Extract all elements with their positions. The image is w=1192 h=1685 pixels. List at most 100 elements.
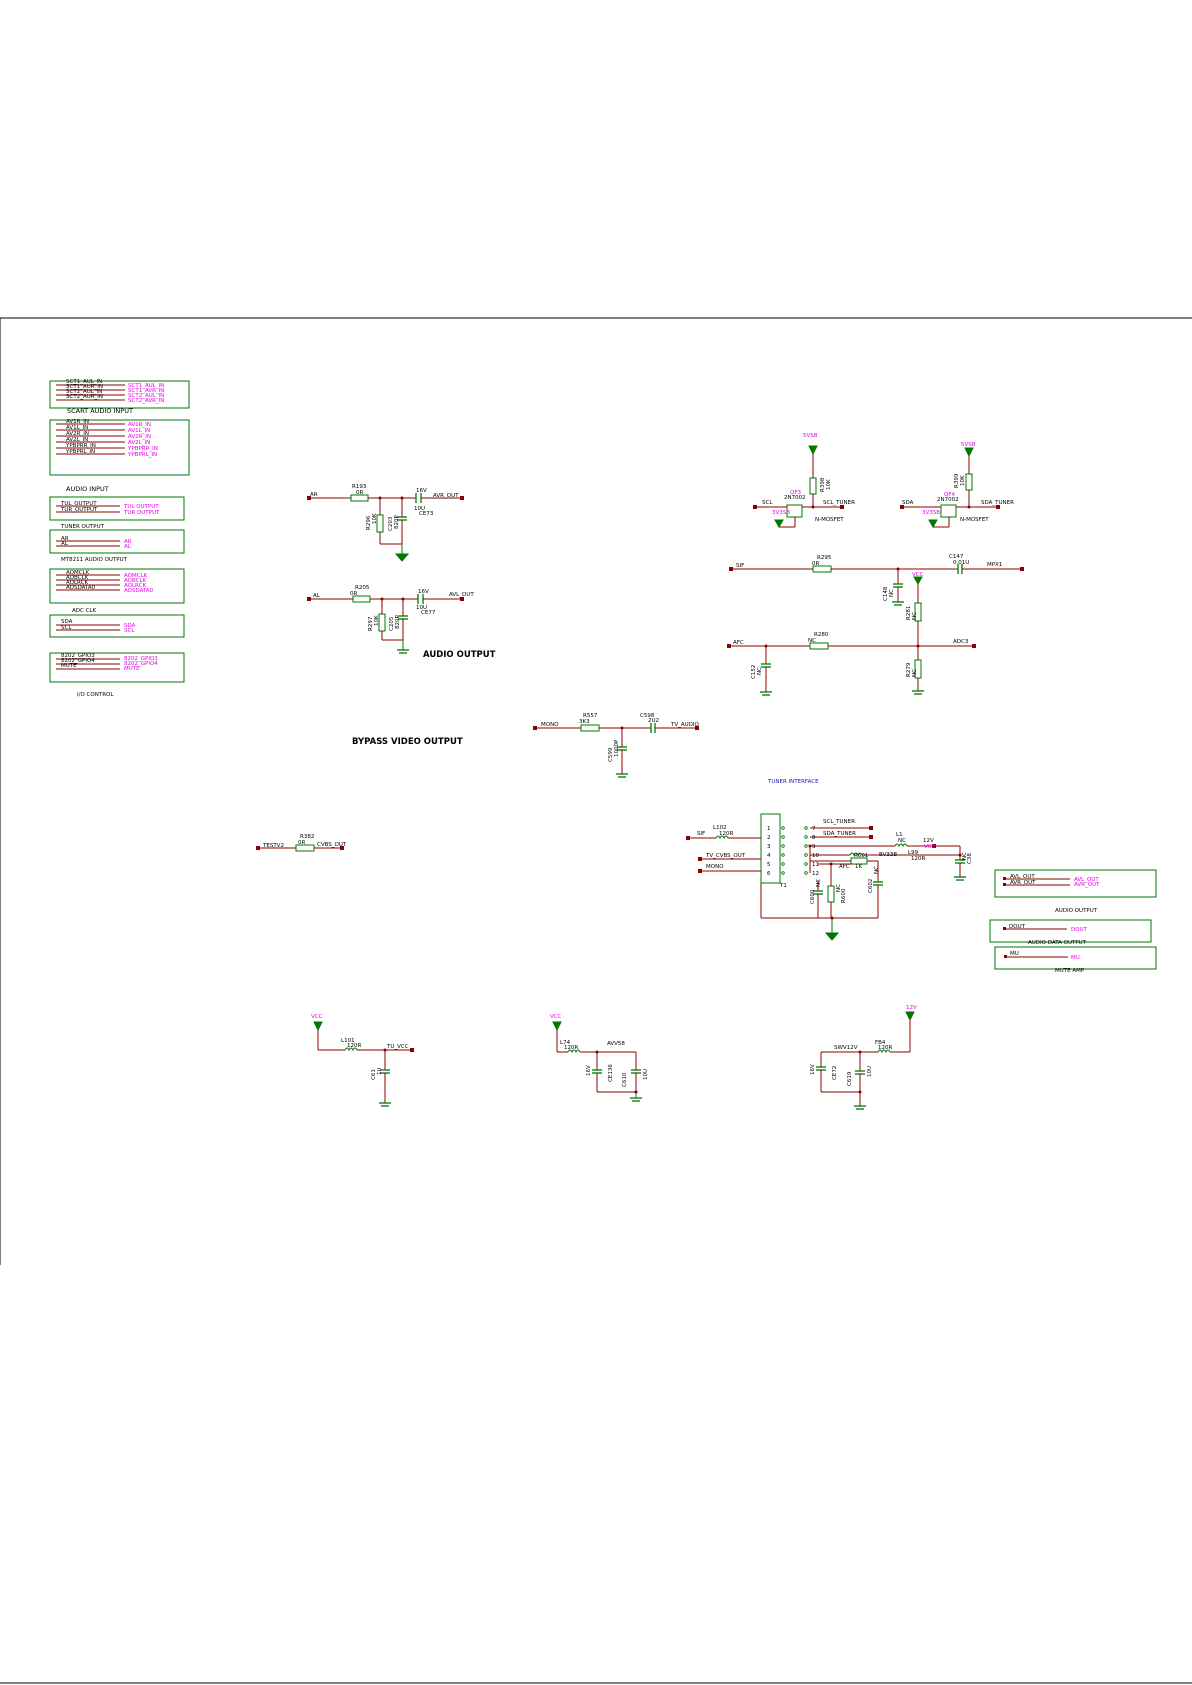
ref-label: T1 [779, 883, 787, 889]
port-label: TUR_OUTPUT [60, 507, 98, 513]
port-label: SCT2_AUR_IN [66, 394, 103, 400]
mute-amp-title: MUTE AMP [1055, 968, 1085, 974]
ref-label: C599 [608, 747, 614, 762]
tuner-output-block[interactable]: TUL_OUTPUT TUR_OUTPUT TUL OUTPUT TUR OUT… [49, 496, 185, 521]
value-label: 2U2 [648, 718, 659, 724]
value-label: NC [836, 884, 842, 892]
ref-label: R601 [854, 853, 868, 859]
port-label: SCT2_AVR_IN [128, 398, 164, 404]
ref-label: L99 [908, 850, 919, 856]
audio-data-output-title: AUDIO DATA OUTPUT [1028, 940, 1087, 946]
port-label: AOMCLK [66, 570, 90, 576]
io-control-title: I/O CONTROL [77, 692, 114, 698]
value-label: 820P [394, 515, 400, 529]
value-label: NC [889, 589, 895, 597]
value-label: 10U [867, 1066, 873, 1077]
ref-label: R280 [814, 632, 829, 638]
audio-data-output-block[interactable]: DOUT DOUT [989, 919, 1152, 943]
tuner-pin-numbers: 1 2 3 4 5 6 7 8 9 10 11 12 [767, 826, 819, 877]
port-label: AV1R_IN [66, 419, 89, 425]
net-label: AL [313, 593, 321, 599]
ref-label: R193 [352, 484, 367, 490]
net-label: ADC3 [953, 639, 969, 645]
value-label: 120R [911, 856, 925, 862]
part-label: 2N7002 [784, 495, 806, 501]
ref-label: L74 [560, 1040, 571, 1046]
net-label: CVBS_OUT [317, 842, 347, 848]
pin-number: 2 [767, 835, 771, 841]
pin-number: 5 [767, 862, 771, 868]
qf3-level-shifter [753, 445, 844, 529]
value-label: 1U [377, 1067, 383, 1075]
port-label: AOBCLK [66, 575, 89, 581]
port-label: AVL_OUT [1010, 874, 1035, 880]
port-label: MU [1010, 951, 1019, 957]
port-label: AOBCLK [124, 578, 147, 584]
net-label: MONO [706, 864, 724, 870]
net-label: SDA [902, 500, 914, 506]
audio-input-block[interactable]: AV1R_IN AV1L_IN AV2R_IN AV2L_IN YPBPRR_I… [49, 419, 190, 476]
ref-label: QF4 [944, 492, 955, 498]
ref-label: FB4 [875, 1040, 886, 1046]
value-label: 10U [416, 605, 427, 611]
ref-label: R297 [368, 616, 374, 631]
bypass-video-output-title: BYPASS VIDEO OUTPUT [352, 737, 463, 747]
tuner-connector-t1 [686, 813, 966, 941]
power-label: 3V3SB [772, 510, 790, 516]
mute-amp-block[interactable]: MU MU [994, 946, 1157, 970]
net-label: SDA_TUNER [981, 500, 1014, 506]
audio-output-block[interactable]: AVL_OUT AVR_OUT AVL_OUT AVR_OUT [994, 869, 1157, 898]
i2c-block[interactable]: SDA SCL SDA SCL [49, 614, 185, 638]
pin-number: 3 [767, 844, 771, 850]
value-label: 16V [586, 1065, 592, 1076]
port-label: AOMCLK [124, 573, 148, 579]
port-label: 8202_GPIO4 [61, 658, 95, 664]
power-label: VCC [311, 1014, 323, 1020]
ref-label: C598 [640, 713, 655, 719]
value-label: NC [874, 866, 880, 874]
power-filter-swv12v [816, 1011, 915, 1110]
pin-number: 10 [812, 853, 819, 859]
value-label: NC [962, 852, 968, 860]
port-label: YPBPRL_IN [65, 449, 95, 455]
tuner-interface-title: TUNER INTERFACE [767, 779, 819, 785]
ref-label: R279 [906, 662, 912, 677]
value-label: NC [808, 638, 816, 644]
port-label: YPBPRR_IN [127, 446, 158, 452]
ref-label: R398 [820, 477, 826, 492]
ref-label: C152 [751, 665, 757, 679]
tuner-output-title: TUNER OUTPUT [60, 524, 105, 530]
scart-audio-input-block[interactable]: SCT1_AUL_IN SCT1_AUR_IN SCT2_AUL_IN SCT2… [49, 379, 190, 409]
pin-number: 8 [812, 835, 816, 841]
value-label: 0R [350, 591, 357, 597]
value-label: 10K [826, 479, 832, 490]
adc-clk-block[interactable]: AOMCLK AOBCLK AOLRCK AOSDATA0 AOMCLK AOB… [49, 568, 185, 604]
value-label: 10K [374, 615, 380, 626]
port-label: DOUT [1009, 924, 1026, 930]
port-label: YPBPRL_IN [127, 452, 157, 458]
port-label: AVL_OUT [1074, 877, 1099, 883]
ref-label: CE73 [419, 511, 434, 517]
part-type-label: N-MOSFET [815, 517, 844, 523]
mt8211-audio-output-block[interactable]: AR AL AR AL [49, 529, 185, 554]
port-label: SCL [61, 625, 72, 631]
net-label: TU_VCC [386, 1044, 409, 1050]
audio-output-small-title: AUDIO OUTPUT [1055, 908, 1098, 914]
net-label: SDA_TUNER [823, 831, 856, 837]
port-label: 8202_GPIO3 [124, 656, 158, 662]
ref-label: C148 [883, 586, 889, 601]
port-label: SCT1_AUL_IN [66, 379, 102, 385]
net-label: SCL_TUNER [823, 500, 855, 506]
io-control-block[interactable]: 8202_GPIO3 8202_GPIO4 MUTE 8202_GPIO3 82… [49, 652, 185, 683]
value-label: 16V [416, 488, 427, 494]
ref-label: CE136 [608, 1064, 614, 1082]
power-label: 3V3SB [922, 510, 940, 516]
port-label: AL [61, 541, 69, 547]
value-label: 1000P [614, 739, 620, 757]
port-label: AR [61, 536, 69, 542]
port-label: AOLRCK [124, 583, 146, 589]
power-label: 5VSB [961, 442, 976, 448]
ref-label: R600 [841, 888, 847, 903]
value-label: 3K3 [579, 719, 590, 725]
net-label: AFC [733, 640, 744, 646]
